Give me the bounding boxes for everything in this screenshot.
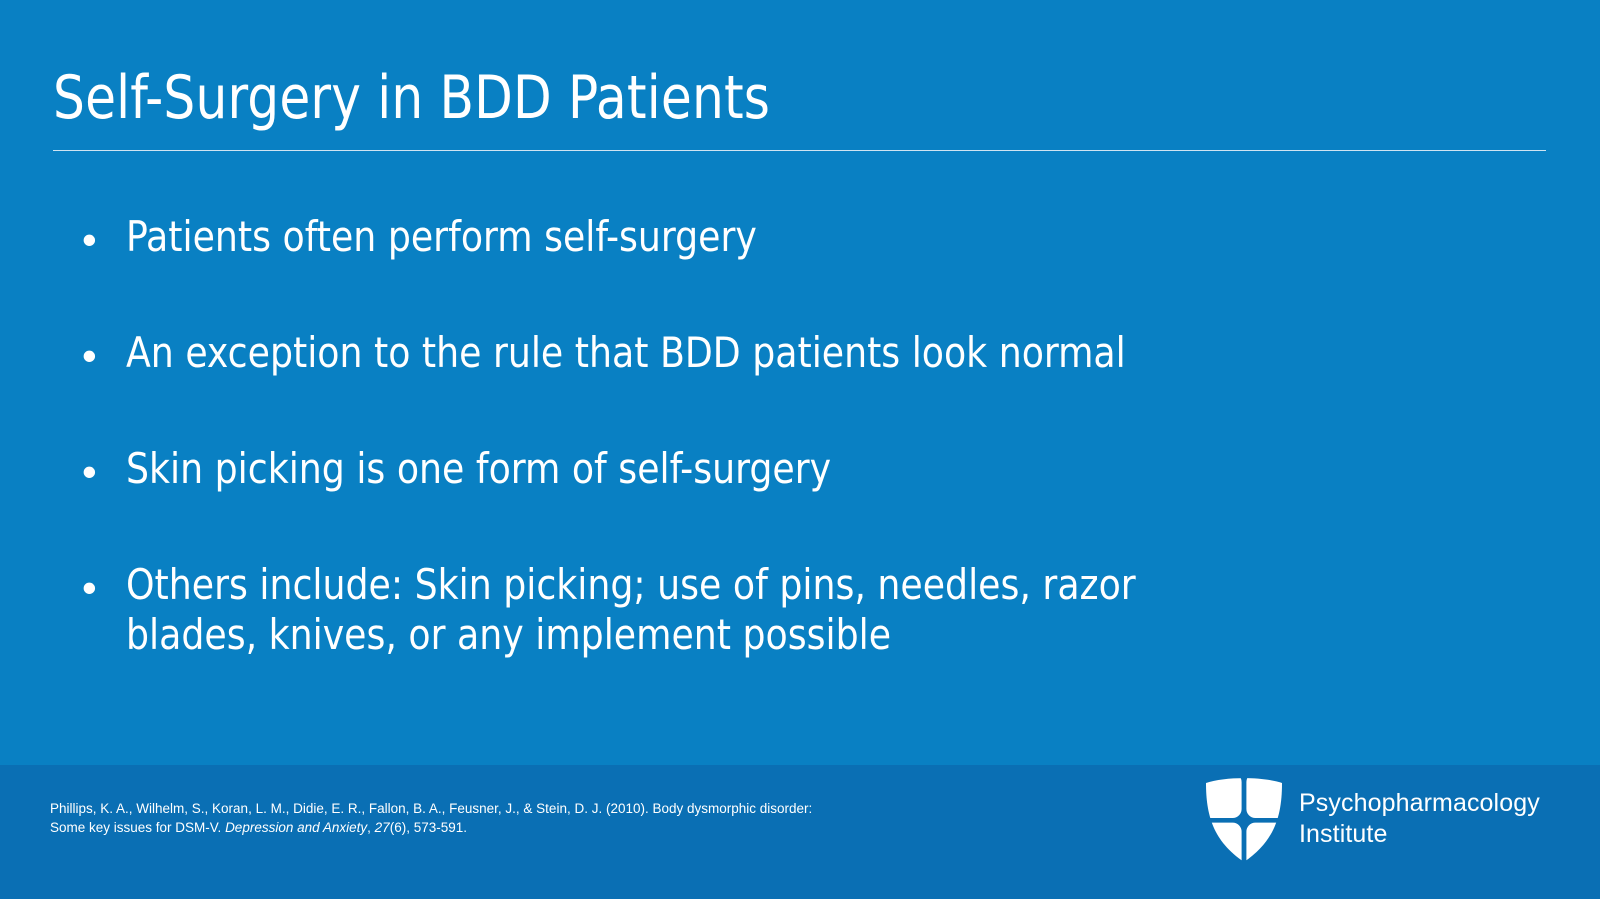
bullet-point-icon: • [82,332,97,379]
list-item-label: Patients often perform self-surgery [126,212,757,261]
list-item: • Skin picking is one form of self-surge… [76,444,1256,499]
list-item: • An exception to the rule that BDD pati… [76,328,1256,383]
citation-issue-and-pages: (6), 573-591. [389,819,467,835]
list-item: • Patients often perform self-surgery [76,212,1256,267]
list-item: • Others include: Skin picking; use of p… [76,560,1256,660]
citation-separator: , [367,819,375,835]
footer-band [0,765,1600,899]
bullet-point-icon: • [82,448,97,495]
list-item-label: An exception to the rule that BDD patien… [126,328,1126,377]
brand-wordmark: Psychopharmacology Institute [1299,788,1548,850]
title-block: Self-Surgery in BDD Patients [53,62,1546,151]
citation-reference: Phillips, K. A., Wilhelm, S., Koran, L. … [50,800,820,837]
citation-authors-and-title: Phillips, K. A., Wilhelm, S., Koran, L. … [50,801,813,835]
brand-wordmark-line2: Institute [1299,820,1388,848]
list-item-label: Others include: Skin picking; use of pin… [126,560,1136,659]
citation-volume: 27 [374,819,390,835]
citation-journal-name: Depression and Anxiety [225,819,368,835]
bullet-point-icon: • [82,564,97,611]
brand-logo: Psychopharmacology Institute [1203,773,1548,865]
title-divider [53,150,1546,151]
page-title: Self-Surgery in BDD Patients [53,63,771,133]
bullet-point-icon: • [82,216,97,263]
shield-cross-logo-icon [1203,775,1285,863]
bullet-list: • Patients often perform self-surgery • … [76,212,1256,660]
list-item-label: Skin picking is one form of self-surgery [126,444,832,493]
brand-wordmark-line1: Psychopharmacology [1299,789,1540,817]
